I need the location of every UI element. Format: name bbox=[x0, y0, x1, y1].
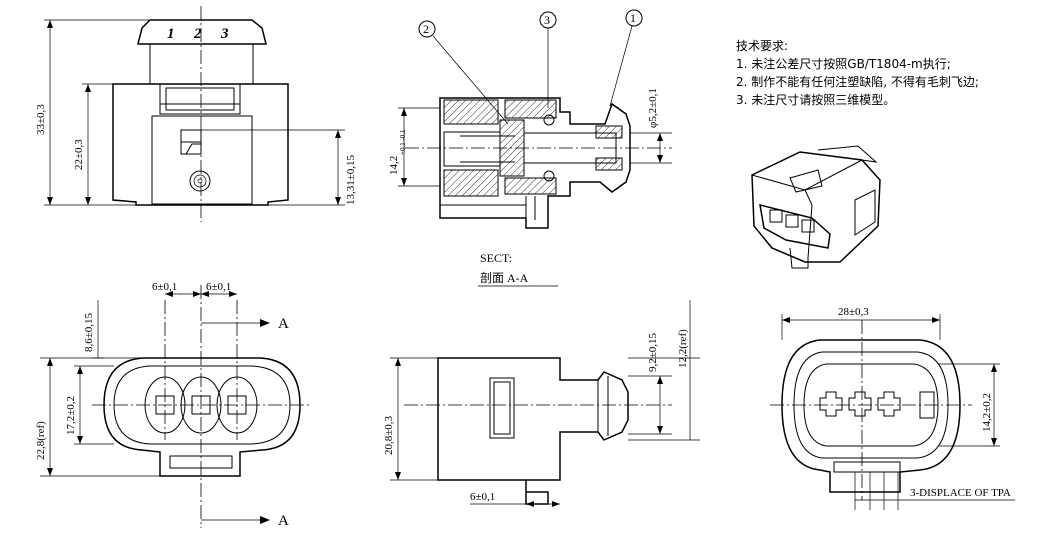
rear-view: 28±0,3 14,2±0,2 3-DISPLACE OF TPA bbox=[770, 306, 1015, 510]
notes-title: 技术要求: bbox=[736, 39, 788, 53]
dim-rear-width: 28±0,3 bbox=[838, 306, 869, 318]
section-label-en: SECT: bbox=[480, 251, 512, 265]
pin-number-3: 3 bbox=[220, 26, 229, 42]
tpa-label: 3-DISPLACE OF TPA bbox=[910, 487, 1011, 499]
dim-side-height: 20,8±0,3 bbox=[383, 415, 395, 455]
pin-number-1: 1 bbox=[167, 26, 175, 42]
balloon-1: 1 bbox=[630, 11, 636, 25]
balloon-3: 3 bbox=[544, 13, 550, 27]
dim-diameter: φ5,2±0,1 bbox=[647, 88, 659, 128]
section-view: 2 3 1 14,2 +0,1 -0,1 φ5,2±0,1 SECT: 剖面 A… bbox=[388, 9, 672, 287]
pin-number-2: 2 bbox=[193, 26, 202, 42]
section-label-cn: 剖面 A-A bbox=[480, 271, 529, 285]
notes-line-2: 2. 制作不能有任何注塑缺陷, 不得有毛刺飞边; bbox=[736, 74, 979, 89]
dim-height-body: 22±0,3 bbox=[73, 139, 85, 170]
dim-inner-height: 17,2±0,2 bbox=[65, 396, 77, 435]
dim-rear-height: 14,2±0,2 bbox=[981, 393, 993, 432]
dim-height-total: 33±0,3 bbox=[35, 104, 47, 135]
dim-top-offset: 8,6±0,15 bbox=[83, 312, 95, 352]
dim-side-width-b: 12,2(ref) bbox=[677, 329, 689, 368]
dim-left-tol: +0,1 -0,1 bbox=[399, 129, 407, 155]
mating-face-view: 6±0,1 6±0,1 A A 8,6±0,15 17,2±0,2 22,8(r… bbox=[35, 281, 310, 529]
cut-mark-top: A bbox=[278, 316, 289, 332]
front-view: 1 2 3 33±0,3 22±0,3 13,31±0,15 bbox=[35, 6, 357, 222]
dim-pitch-left: 6±0,1 bbox=[152, 281, 177, 293]
notes-line-3: 3. 未注尺寸请按照三维模型。 bbox=[736, 92, 895, 107]
balloon-2: 2 bbox=[423, 22, 429, 36]
side-view: 20,8±0,3 9,2±0,15 12,2(ref) 6±0,1 bbox=[383, 300, 700, 507]
dim-outer-height: 22,8(ref) bbox=[35, 421, 47, 460]
dim-height-window: 13,31±0,15 bbox=[345, 154, 357, 205]
technical-notes: 技术要求: 1. 未注公差尺寸按照GB/T1804-m执行; 2. 制作不能有任… bbox=[736, 39, 979, 107]
dim-left-height: 14,2 bbox=[388, 156, 400, 175]
dim-pitch-right: 6±0,1 bbox=[206, 281, 231, 293]
dim-side-bottom: 6±0,1 bbox=[470, 491, 495, 503]
isometric-view bbox=[751, 145, 881, 269]
dim-side-width-a: 9,2±0,15 bbox=[647, 332, 659, 372]
cut-mark-bottom: A bbox=[278, 513, 289, 529]
notes-line-1: 1. 未注公差尺寸按照GB/T1804-m执行; bbox=[736, 56, 951, 71]
